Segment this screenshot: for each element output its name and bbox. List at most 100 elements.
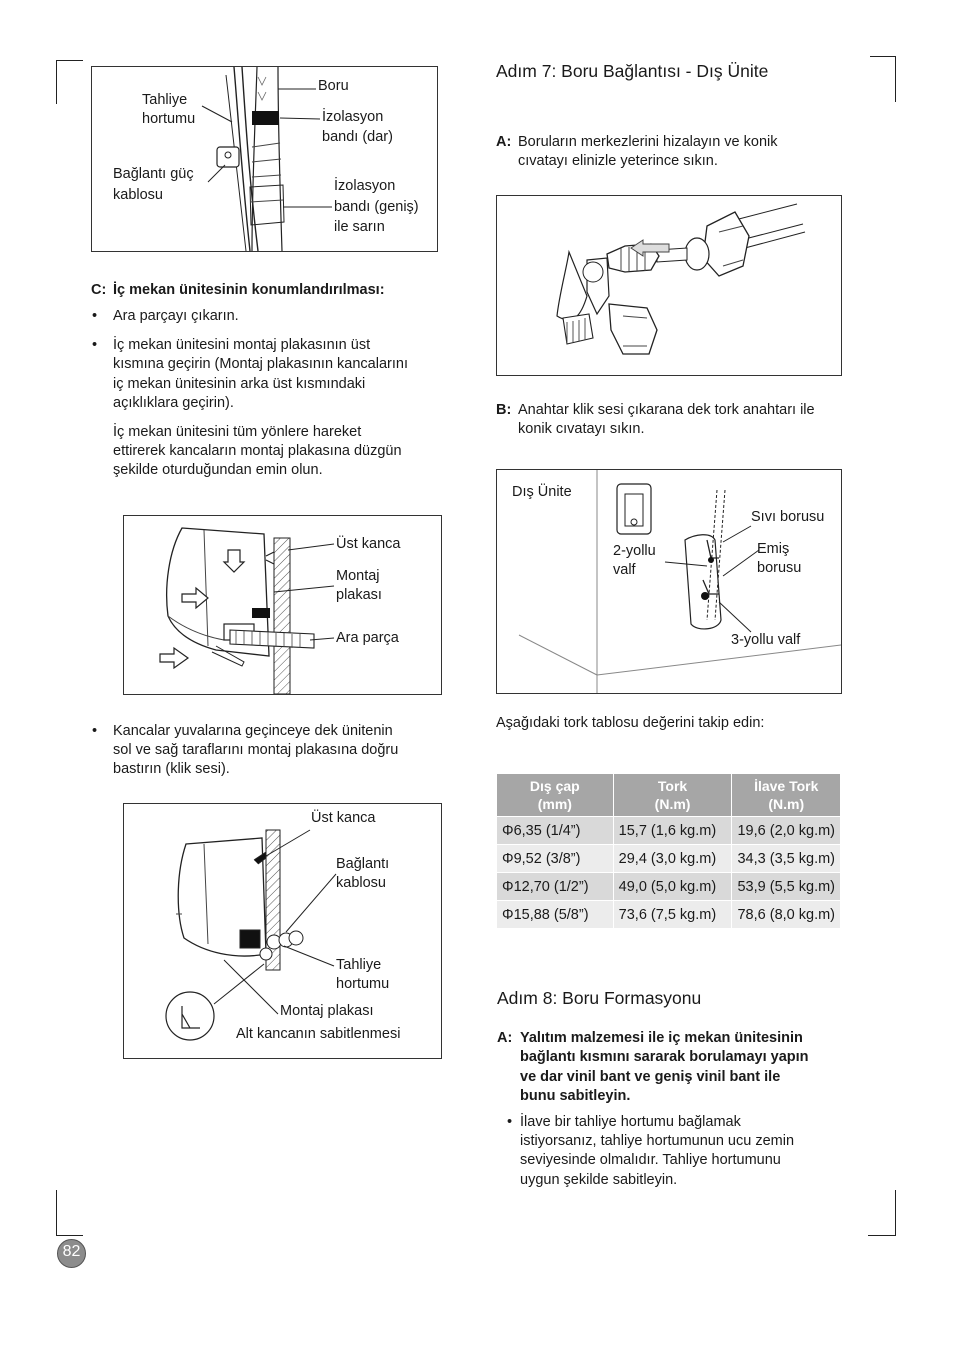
unit-mounting-illustration xyxy=(159,527,335,694)
table-cell: Φ15,88 (5/8”) xyxy=(496,900,614,929)
table-header-row: Dış çap(mm) Tork(N.m) İlave Tork(N.m) xyxy=(496,773,841,817)
label-hook-baglanti-2: kablosu xyxy=(336,875,386,891)
label-hook-tahliye-2: hortumu xyxy=(336,976,390,992)
bullet-dot: • xyxy=(92,723,98,739)
table-cell: Φ9,52 (3/8”) xyxy=(496,844,614,873)
figure-unit-mounting xyxy=(123,515,442,695)
table-cell: 73,6 (7,5 kg.m) xyxy=(612,900,733,929)
section-c-bullet1: Ara parçayı çıkarın. xyxy=(113,308,239,324)
step7-title: Adım 7: Boru Bağlantısı - Dış Ünite xyxy=(496,61,769,81)
table-cell: 15,7 (1,6 kg.m) xyxy=(612,816,733,845)
step7-a-line2: cıvatayı elinizle yeterince sıkın. xyxy=(518,153,718,169)
section-c-title: İç mekan ünitesinin konumlandırılması: xyxy=(113,282,385,298)
crop-mark-tl-v xyxy=(56,60,57,104)
crop-mark-br-h xyxy=(868,1235,896,1236)
section-c-para-line1: İç mekan ünitesini tüm yönlere hareket xyxy=(113,424,362,440)
step7-a-line1: Boruların merkezlerini hizalayın ve koni… xyxy=(518,134,778,150)
label-boru: Boru xyxy=(318,78,349,94)
bullet3-line1: Kancalar yuvalarına geçinceye dek üniten… xyxy=(113,723,393,739)
label-ara-parca: Ara parça xyxy=(336,630,399,646)
figure-hook-fixing xyxy=(123,803,442,1059)
section-c-marker: C: xyxy=(91,282,107,298)
crop-mark-tr-h xyxy=(870,56,896,57)
section-c-bullet2-line4: açıklıklara geçirin). xyxy=(113,395,234,411)
step8-bullet-line4: uygun şekilde sabitleyin. xyxy=(520,1172,678,1188)
section-c-para-line2: ettirerek kancaların montaj plakasına dü… xyxy=(113,443,402,459)
label-emis-1: Emiş xyxy=(757,541,790,557)
header-ilave-tork: İlave Tork(N.m) xyxy=(731,773,841,817)
label-hook-montaj: Montaj plakası xyxy=(280,1003,374,1019)
outdoor-valves-illustration xyxy=(518,470,841,693)
table-cell: 78,6 (8,0 kg.m) xyxy=(731,900,841,929)
step8-title: Adım 8: Boru Formasyonu xyxy=(497,988,702,1008)
table-cell: 19,6 (2,0 kg.m) xyxy=(731,816,841,845)
bullet-dot: • xyxy=(92,337,98,353)
figure-flare-connection xyxy=(496,195,842,376)
bullet-dot: • xyxy=(507,1114,513,1130)
label-tahliye-2: hortumu xyxy=(142,111,196,127)
table-cell: 34,3 (3,5 kg.m) xyxy=(731,844,841,873)
step8-bullet-line2: istiyorsanız, tahliye hortumunun ucu zem… xyxy=(520,1133,795,1149)
label-izolasyon-dar-2: bandı (dar) xyxy=(322,129,393,145)
label-izolasyon-genis-2: bandı (geniş) xyxy=(334,199,419,215)
label-guc-kablosu-2: kablosu xyxy=(113,187,163,203)
step7-b-marker: B: xyxy=(496,402,512,418)
page-number: 82 xyxy=(62,1243,81,1260)
label-montaj-2: plakası xyxy=(336,587,382,603)
torque-intro: Aşağıdaki tork tablosu değerini takip ed… xyxy=(496,715,765,731)
flare-connection-illustration xyxy=(556,203,806,355)
header-dis-cap: Dış çap(mm) xyxy=(496,773,614,817)
step8-a-line1: Yalıtım malzemesi ile iç mekan ünitesini… xyxy=(520,1030,803,1046)
label-3yollu: 3-yollu valf xyxy=(731,632,801,648)
label-hook-ust-kanca: Üst kanca xyxy=(311,810,376,826)
step8-a-line2: bağlantı kısmını sararak borulamayı yapı… xyxy=(520,1049,809,1065)
bullet3-line2: sol ve sağ taraflarını montaj plakasına … xyxy=(113,742,399,758)
figure-outdoor-valves xyxy=(496,469,842,694)
label-hook-baglanti-1: Bağlantı xyxy=(336,856,390,872)
hook-fixing-illustration xyxy=(165,829,337,1041)
step7-a-marker: A: xyxy=(496,134,512,150)
torque-table: Dış çap(mm) Tork(N.m) İlave Tork(N.m) Φ6… xyxy=(496,773,841,929)
label-2yollu-2: valf xyxy=(613,562,636,578)
pipe-wrapping-illustration xyxy=(201,67,332,251)
page-number-badge xyxy=(57,1239,86,1268)
step8-a-marker: A: xyxy=(497,1030,513,1046)
crop-mark-bl-v xyxy=(56,1190,57,1236)
label-guc-kablosu-1: Bağlantı güç xyxy=(113,166,194,182)
label-dis-unite: Dış Ünite xyxy=(512,484,572,500)
label-hook-tahliye-1: Tahliye xyxy=(336,957,382,973)
table-row: Φ15,88 (5/8”) 73,6 (7,5 kg.m) 78,6 (8,0 … xyxy=(496,900,841,929)
bullet3-line3: bastırın (klik sesi). xyxy=(113,761,230,777)
table-cell: 53,9 (5,5 kg.m) xyxy=(731,872,841,901)
label-2yollu-1: 2-yollu xyxy=(613,543,656,559)
label-hook-alt: Alt kancanın sabitlenmesi xyxy=(236,1026,401,1042)
table-row: Φ9,52 (3/8”) 29,4 (3,0 kg.m) 34,3 (3,5 k… xyxy=(496,844,841,873)
step8-a-line4: bunu sabitleyin. xyxy=(520,1088,631,1104)
crop-mark-tl-h xyxy=(56,60,83,61)
step7-b-line1: Anahtar klik sesi çıkarana dek tork anah… xyxy=(518,402,815,418)
section-c-bullet2-line2: kısmına geçirin (Montaj plakasının kanca… xyxy=(113,356,408,372)
step7-b-line2: konik cıvatayı sıkın. xyxy=(518,421,645,437)
label-izolasyon-dar-1: İzolasyon xyxy=(322,109,384,125)
label-montaj-1: Montaj xyxy=(336,568,380,584)
step8-bullet-line1: İlave bir tahliye hortumu bağlamak xyxy=(520,1114,741,1130)
figure-pipe-wrapping xyxy=(91,66,438,252)
section-c-para-line3: şekilde oturduğundan emin olun. xyxy=(113,462,323,478)
table-cell: 49,0 (5,0 kg.m) xyxy=(612,872,733,901)
label-izolasyon-genis-1: İzolasyon xyxy=(334,178,396,194)
bullet-dot: • xyxy=(92,308,98,324)
table-cell: Φ6,35 (1/4”) xyxy=(496,816,614,845)
step8-bullet-line3: seviyesinde olmalıdır. Tahliye hortumunu xyxy=(520,1152,781,1168)
crop-mark-tr-v xyxy=(895,56,896,102)
label-ust-kanca: Üst kanca xyxy=(336,536,401,552)
crop-mark-bl-h xyxy=(56,1235,83,1236)
table-cell: 29,4 (3,0 kg.m) xyxy=(612,844,733,873)
table-cell: Φ12,70 (1/2”) xyxy=(496,872,614,901)
label-izolasyon-genis-3: ile sarın xyxy=(334,219,385,235)
table-row: Φ6,35 (1/4”) 15,7 (1,6 kg.m) 19,6 (2,0 k… xyxy=(496,816,841,845)
table-row: Φ12,70 (1/2”) 49,0 (5,0 kg.m) 53,9 (5,5 … xyxy=(496,872,841,901)
crop-mark-br-v xyxy=(895,1190,896,1236)
step8-a-line3: ve dar vinil bant ve geniş vinil bant il… xyxy=(520,1069,781,1085)
section-c-bullet2-line1: İç mekan ünitesini montaj plakasının üst xyxy=(113,337,371,353)
header-tork: Tork(N.m) xyxy=(612,773,733,817)
